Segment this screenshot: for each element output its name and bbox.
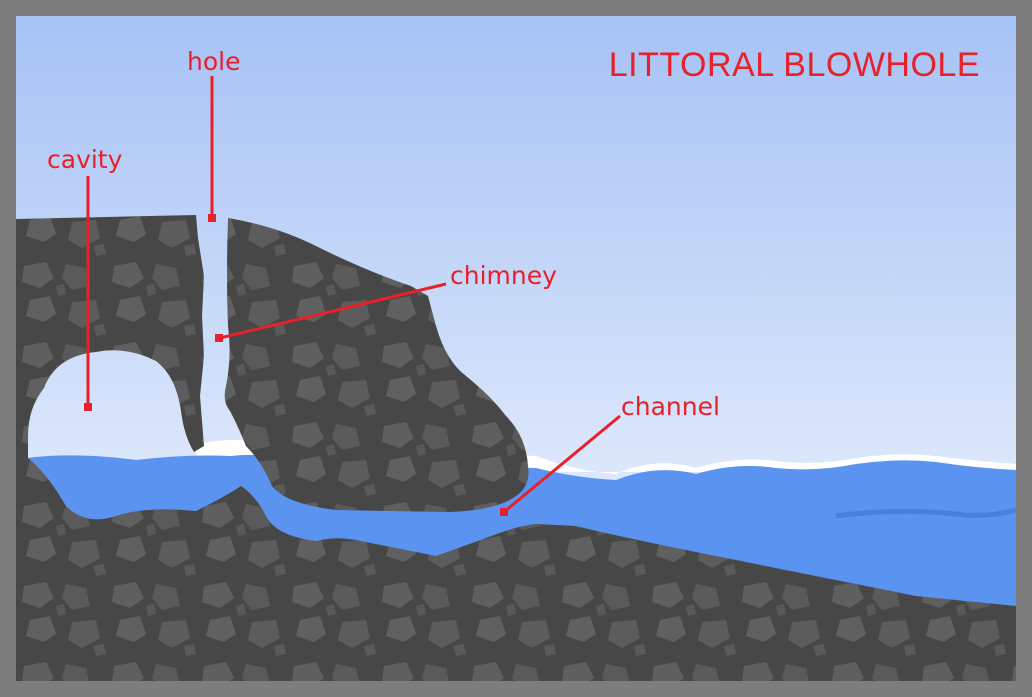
label-hole: hole: [187, 47, 240, 76]
channel-marker: [500, 508, 508, 516]
label-channel: channel: [621, 392, 720, 421]
label-cavity: cavity: [47, 145, 122, 174]
diagram-scene: LITTORAL BLOWHOLE: [16, 16, 1016, 681]
label-chimney: chimney: [450, 261, 557, 290]
hole-marker: [208, 214, 216, 222]
chimney-marker: [215, 334, 223, 342]
diagram-title: LITTORAL BLOWHOLE: [609, 46, 980, 85]
cavity-marker: [84, 403, 92, 411]
blowhole-illustration: [16, 16, 1016, 681]
